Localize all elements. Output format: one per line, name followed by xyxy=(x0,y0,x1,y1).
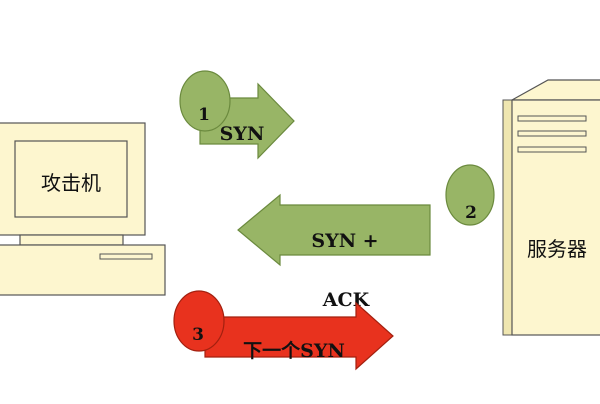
server-tower: 服务器 xyxy=(502,79,600,336)
attacker-label: 攻击机 xyxy=(41,171,101,195)
step-3-badge xyxy=(173,290,225,352)
step-2: SYN + 2 xyxy=(237,164,495,267)
step-3-label-above: ACK xyxy=(322,289,371,311)
syn-ack-arrow xyxy=(237,193,431,267)
server-side xyxy=(502,99,513,336)
drive-slot xyxy=(99,253,153,260)
server-bay xyxy=(517,130,587,137)
attacker-computer: 攻击机 xyxy=(0,122,166,296)
step-2-badge xyxy=(445,164,495,226)
server-front xyxy=(511,99,600,336)
step-2-label: SYN + xyxy=(311,230,378,252)
server-bay xyxy=(517,115,587,122)
step-3-label: 下一个SYN xyxy=(243,340,345,362)
step-1-number: 1 xyxy=(198,105,210,125)
step-3-number: 3 xyxy=(192,325,204,345)
next-syn-arrow xyxy=(204,301,394,371)
monitor-screen xyxy=(14,140,128,218)
server-bay xyxy=(517,146,587,153)
step-2-number: 2 xyxy=(465,203,477,223)
step-1: 1 SYN xyxy=(179,70,295,160)
monitor-neck xyxy=(19,234,124,246)
step-1-badge xyxy=(179,70,231,132)
step-3: ACK 3 下一个SYN xyxy=(173,289,394,371)
server-label: 服务器 xyxy=(527,237,587,261)
server-top xyxy=(509,79,600,101)
step-1-label: SYN xyxy=(220,123,265,145)
computer-base xyxy=(0,244,166,296)
